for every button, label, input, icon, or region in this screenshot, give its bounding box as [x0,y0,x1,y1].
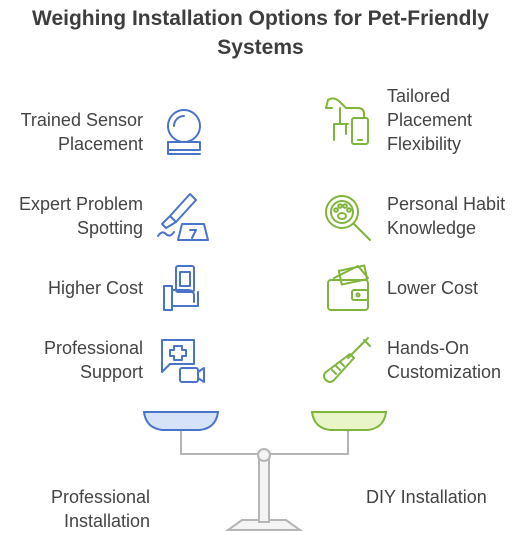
diy-item-label: Tailored Placement Flexibility [387,86,473,154]
professional-item-label: Professional Support [43,338,143,382]
medical-video-icon [158,336,208,386]
paw-magnifier-icon [320,190,374,244]
diy-item-label: Hands-On Customization [387,338,502,382]
balance-pillar [258,455,270,523]
balance-pivot [257,448,271,462]
money-hand-icon [158,262,208,316]
diy-side-label: DIY Installation [366,487,487,507]
diagram-title: Weighing Installation Options for Pet-Fr… [32,7,489,59]
dog-phone-icon [320,94,376,148]
sensor-icon [158,104,208,158]
balance-base [224,519,304,531]
professional-pan [142,411,220,431]
wallet-icon [324,262,374,316]
professional-item-label: Higher Cost [47,278,143,298]
scalpel-icon [156,190,210,244]
diy-item-label: Lower Cost [387,278,479,298]
professional-item-label: Expert Problem Spotting [18,194,143,238]
screwdriver-icon [320,334,374,388]
diy-item-label: Personal Habit Knowledge [387,194,506,238]
professional-item-label: Trained Sensor Placement [20,110,143,154]
professional-side-label: Professional Installation [50,487,150,531]
diy-pan [310,411,388,431]
